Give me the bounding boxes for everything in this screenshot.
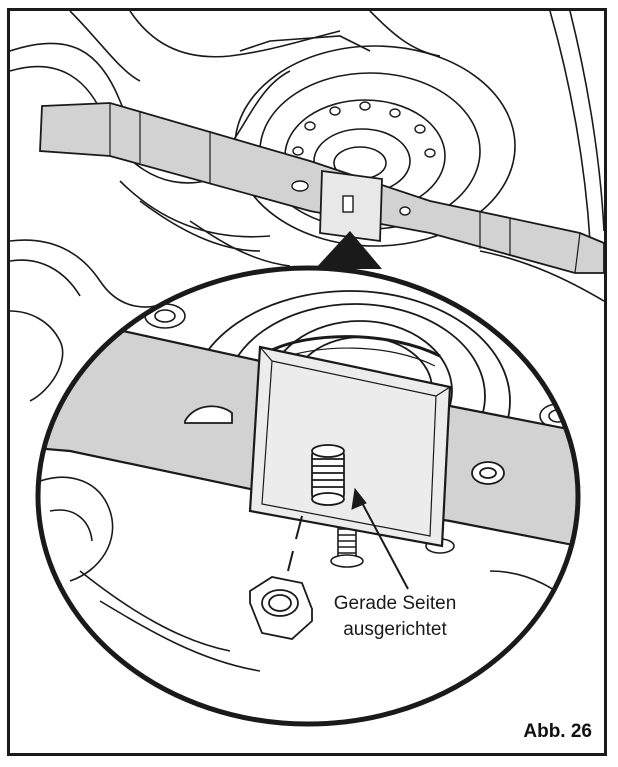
detail-blade-hole [471,461,505,485]
detail-pointer [315,231,382,269]
figure-number: Abb. 26 [523,721,592,742]
top-bolt [342,195,354,213]
callout-arrow [351,487,409,590]
callout-line-2: ausgerichtet [343,619,447,640]
blade-adapter [248,345,452,548]
hex-nut [248,576,314,640]
blade-assembly-illustration [10,11,604,727]
top-blade-slot [291,180,309,192]
threaded-stud [311,444,345,506]
detail-lens-border [35,265,581,727]
callout-label: Gerade Seiten ausgerichtet [310,591,480,643]
detail-blade-slot [184,405,233,424]
figure-frame: Gerade Seiten ausgerichtet Abb. 26 [7,8,607,756]
detail-lens-content [38,290,578,672]
top-blade-hole [399,206,411,216]
top-blade-edges [109,103,581,274]
callout-line-1: Gerade Seiten [333,593,457,614]
mower-deck-outline [10,11,604,402]
hub-bolt-holes [292,101,436,158]
alignment-dashes [287,515,303,572]
